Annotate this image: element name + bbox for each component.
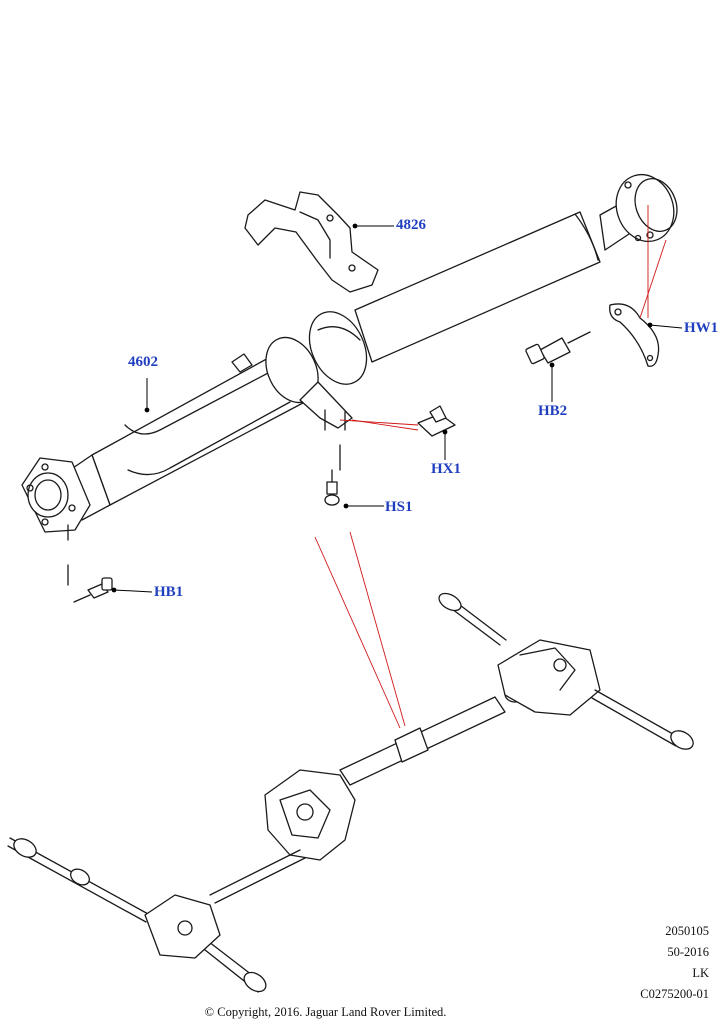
callout-hx1[interactable]: HX1	[431, 461, 461, 477]
model-year-range: 50-2016	[667, 945, 709, 959]
driveline-overview-illustration	[7, 592, 694, 993]
reference-lines	[314, 205, 667, 729]
illustration-reference: C0275200-01	[640, 987, 709, 1001]
drawing-number: 2050105	[665, 924, 709, 938]
callout-hb1[interactable]: HB1	[154, 584, 184, 600]
bolt-hb2-part[interactable]	[525, 331, 591, 365]
bolt-hb1-part[interactable]	[73, 577, 113, 603]
propeller-shaft-part[interactable]	[21, 166, 684, 533]
callout-hb2[interactable]: HB2	[538, 403, 568, 419]
callout-4602[interactable]: 4602	[128, 354, 158, 370]
heat-shield-bracket-part[interactable]	[244, 191, 379, 293]
leader-dots	[111, 223, 653, 593]
vehicle-code: LK	[692, 966, 709, 980]
clip-nut-hx1-part[interactable]	[417, 405, 456, 437]
bolt-hs1-part[interactable]	[324, 469, 340, 506]
callout-hs1[interactable]: HS1	[385, 499, 413, 515]
callout-4826[interactable]: 4826	[396, 217, 426, 233]
callout-hw1[interactable]: HW1	[684, 320, 719, 336]
copyright-notice: © Copyright, 2016. Jaguar Land Rover Lim…	[204, 1005, 447, 1019]
centre-bearing-support[interactable]	[256, 329, 353, 431]
washer-plate-hw1-part[interactable]	[609, 303, 660, 367]
leader-lines	[113, 225, 683, 593]
